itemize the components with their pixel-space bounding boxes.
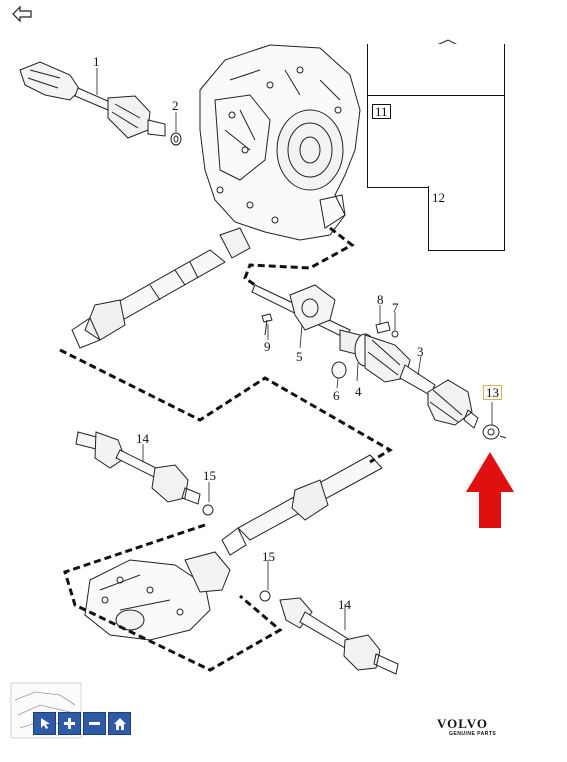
part-label-6[interactable]: 6 bbox=[333, 388, 340, 403]
home-icon bbox=[113, 717, 126, 730]
plus-icon bbox=[64, 718, 75, 729]
part-label-4[interactable]: 4 bbox=[355, 384, 362, 399]
part-label-14-right[interactable]: 14 bbox=[338, 597, 351, 612]
zoom-out-button[interactable] bbox=[83, 712, 106, 735]
part-label-12[interactable]: 12 bbox=[432, 190, 445, 205]
back-arrow-icon[interactable] bbox=[11, 5, 33, 23]
connector-line bbox=[63, 523, 283, 672]
home-button[interactable] bbox=[108, 712, 131, 735]
transmission-housing bbox=[199, 44, 361, 259]
intermediate-shaft-lower bbox=[221, 454, 383, 556]
part-label-13[interactable]: 13 bbox=[483, 385, 502, 400]
part-label-15-upper[interactable]: 15 bbox=[203, 468, 216, 483]
drive-shaft-rear-left bbox=[75, 431, 214, 516]
zoom-toolbar bbox=[33, 712, 131, 735]
part-label-15-lower[interactable]: 15 bbox=[262, 549, 275, 564]
part-label-5[interactable]: 5 bbox=[296, 349, 303, 364]
detail-panel-10 bbox=[367, 44, 505, 96]
brand-tagline: GENUINE PARTS bbox=[449, 731, 497, 737]
connector-line bbox=[59, 348, 393, 464]
zoom-in-button[interactable] bbox=[58, 712, 81, 735]
part-label-7[interactable]: 7 bbox=[392, 300, 399, 315]
part-label-14-left[interactable]: 14 bbox=[136, 431, 149, 446]
part-label-1[interactable]: 1 bbox=[93, 54, 100, 69]
intermediate-shaft-upper bbox=[71, 249, 226, 349]
minus-icon bbox=[89, 722, 100, 725]
drive-shaft-right bbox=[251, 284, 507, 440]
part-label-3[interactable]: 3 bbox=[417, 344, 424, 359]
drive-shaft-top bbox=[19, 61, 182, 146]
part-label-2[interactable]: 2 bbox=[172, 98, 179, 113]
highlight-arrow bbox=[466, 452, 514, 528]
select-tool-button[interactable] bbox=[33, 712, 56, 735]
part-label-8[interactable]: 8 bbox=[377, 292, 384, 307]
cursor-icon bbox=[41, 718, 50, 729]
rear-differential bbox=[84, 551, 231, 641]
part-label-9[interactable]: 9 bbox=[264, 339, 271, 354]
detail-panel-12 bbox=[428, 186, 505, 251]
drive-shaft-rear-right bbox=[259, 590, 399, 675]
part-label-11[interactable]: 11 bbox=[372, 104, 391, 119]
connector-line bbox=[243, 226, 355, 287]
brand-logo: VOLVO bbox=[437, 716, 488, 731]
